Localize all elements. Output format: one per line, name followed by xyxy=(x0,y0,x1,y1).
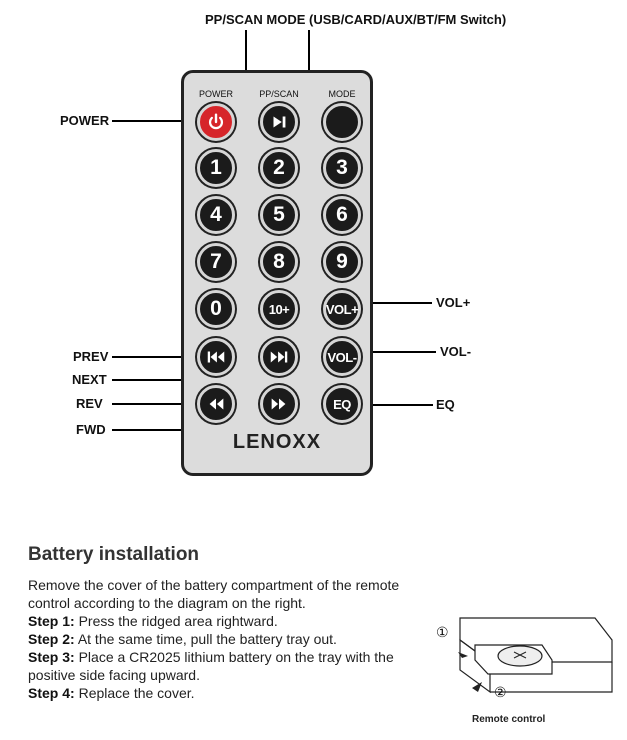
rev-button[interactable] xyxy=(197,385,235,423)
brand-logo: LENOXX xyxy=(232,431,322,453)
button-2[interactable]: 2 xyxy=(260,149,298,187)
callout-vol-plus: VOL+ xyxy=(436,295,471,310)
callout-rev: REV xyxy=(76,396,103,411)
label-mode: MODE xyxy=(328,89,356,99)
prev-icon xyxy=(207,351,225,363)
step-1: Step 1: Press the ridged area rightward. xyxy=(28,613,278,629)
power-icon xyxy=(208,113,224,130)
callout-eq: EQ xyxy=(436,397,455,412)
play-pause-icon xyxy=(273,116,286,128)
prev-button[interactable] xyxy=(197,338,235,376)
diagram-caption: Remote control xyxy=(472,714,546,725)
remote-control: POWER PP/SCAN MODE 1 2 3 4 5 6 7 8 9 0 1… xyxy=(181,70,373,476)
battery-tray-diagram: ① ② xyxy=(430,600,620,710)
intro-text: Remove the cover of the battery compartm… xyxy=(28,577,400,611)
leader-line xyxy=(340,302,432,304)
button-5[interactable]: 5 xyxy=(260,196,298,234)
label-power: POWER xyxy=(198,89,233,99)
button-7[interactable]: 7 xyxy=(197,243,235,281)
leader-line xyxy=(112,403,210,405)
mode-button[interactable] xyxy=(323,103,361,141)
button-0[interactable]: 0 xyxy=(197,290,235,328)
vol-minus-button[interactable]: VOL- xyxy=(323,338,361,376)
leader-line xyxy=(112,356,210,358)
button-9[interactable]: 9 xyxy=(323,243,361,281)
power-button[interactable] xyxy=(197,103,235,141)
callout-prev: PREV xyxy=(73,349,109,364)
battery-tray-illustration xyxy=(458,617,613,694)
button-3[interactable]: 3 xyxy=(323,149,361,187)
button-1[interactable]: 1 xyxy=(197,149,235,187)
label-pp-scan: PP/SCAN xyxy=(259,89,299,99)
callout-next: NEXT xyxy=(72,372,107,387)
button-8[interactable]: 8 xyxy=(260,243,298,281)
eq-button[interactable]: EQ xyxy=(323,385,361,423)
next-icon xyxy=(270,351,288,363)
leader-line xyxy=(112,120,204,122)
leader-line xyxy=(340,351,436,353)
button-4[interactable]: 4 xyxy=(197,196,235,234)
next-button[interactable] xyxy=(260,338,298,376)
fwd-button[interactable] xyxy=(260,385,298,423)
callout-vol-minus: VOL- xyxy=(440,344,472,359)
button-6[interactable]: 6 xyxy=(323,196,361,234)
rewind-icon xyxy=(209,398,224,410)
battery-instructions: Remove the cover of the battery compartm… xyxy=(28,576,438,702)
section-title: Battery installation xyxy=(28,544,200,565)
play-pause-button[interactable] xyxy=(260,103,298,141)
callout-fwd: FWD xyxy=(76,422,106,437)
fast-forward-icon xyxy=(271,398,286,410)
marker-1: ① xyxy=(436,624,449,640)
step-2: Step 2: At the same time, pull the batte… xyxy=(28,631,337,647)
step-3: Step 3: Place a CR2025 lithium battery o… xyxy=(28,649,394,683)
vol-plus-button[interactable]: VOL+ xyxy=(323,290,361,328)
marker-2: ② xyxy=(494,684,507,700)
callout-power: POWER xyxy=(60,113,110,128)
button-10-plus[interactable]: 10+ xyxy=(260,290,298,328)
callout-pp-scan-mode: PP/SCAN MODE (USB/CARD/AUX/BT/FM Switch) xyxy=(205,12,507,27)
step-4: Step 4: Replace the cover. xyxy=(28,685,195,701)
leader-line xyxy=(355,404,433,406)
